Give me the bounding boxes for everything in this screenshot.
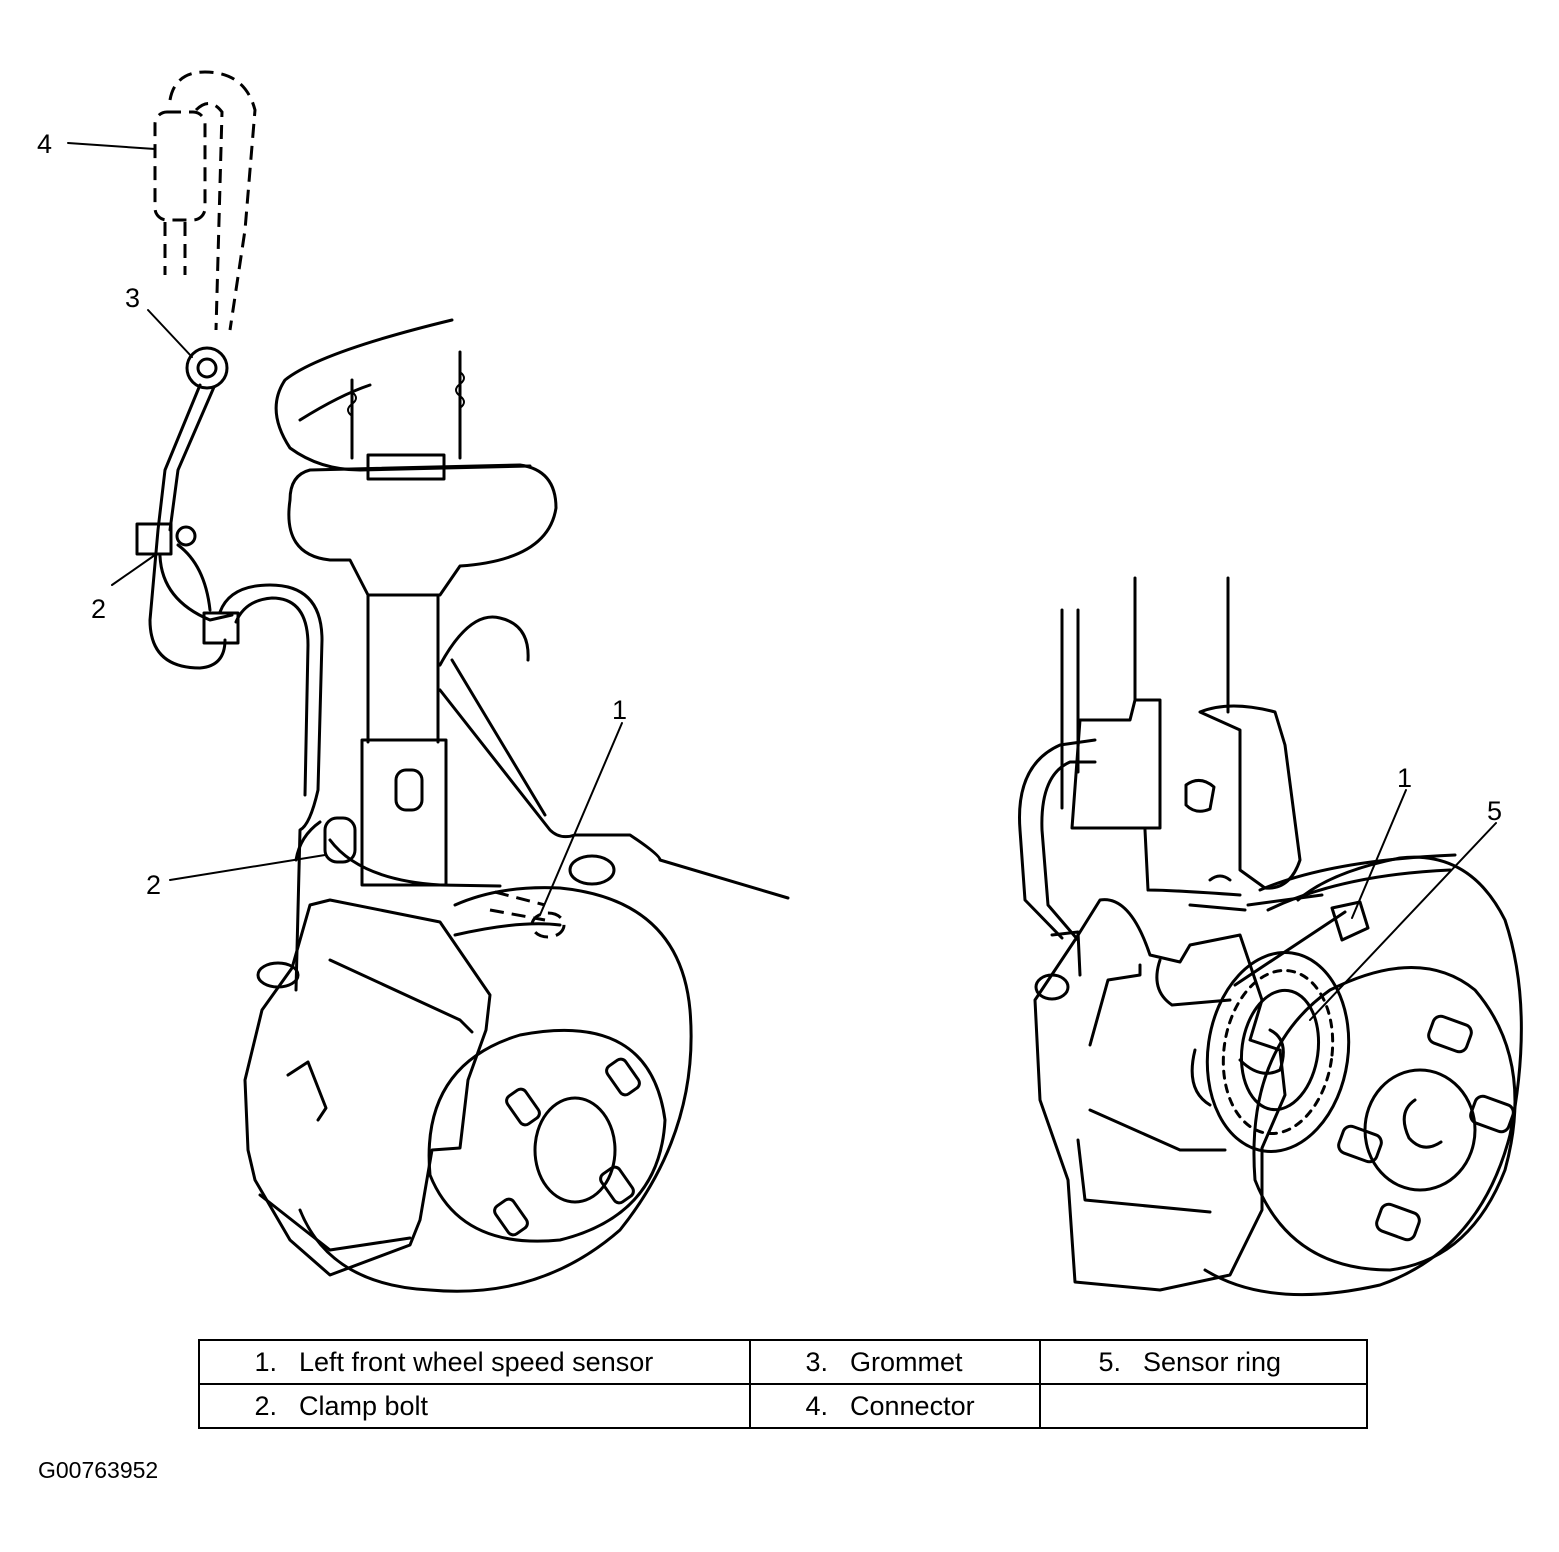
legend-number: 3. [805,1346,828,1377]
callout-3: 3 [125,283,140,313]
callout-1-right: 1 [1397,763,1412,793]
left-brake-disc [298,886,693,1293]
left-brake-caliper [243,898,492,1277]
legend-table: 1. Left front wheel speed sensor 3. Gromme… [198,1339,1368,1429]
callout-2-upper: 2 [91,594,106,624]
left-sensor-wire [294,820,502,888]
legend-row: 1. Left front wheel speed sensor 3. Gromme… [198,1339,1368,1385]
legend-cell-empty [1039,1383,1368,1429]
legend-number: 4. [805,1390,828,1421]
callout-4: 4 [37,129,52,159]
right-brake-caliper [1033,898,1287,1292]
right-sensor-wire [1018,738,1457,1001]
legend-label: Connector [850,1390,975,1421]
sensor-ring [1205,950,1351,1154]
left-strut-assembly [274,318,790,900]
left-sensor-dashed [489,890,566,939]
legend-number: 1. [254,1346,277,1377]
connector-dashed [153,70,257,331]
sensor-harness [135,383,324,992]
legend-number: 5. [1098,1346,1121,1377]
legend-label: Clamp bolt [299,1390,429,1421]
legend-row: 2. Clamp bolt 4. Connector [198,1383,1368,1429]
legend-cell: 3. Grommet [749,1339,1041,1385]
legend-number: 2. [254,1390,277,1421]
callout-2-lower: 2 [146,870,161,900]
right-sensor [1233,900,1370,987]
legend-cell: 5. Sensor ring [1039,1339,1368,1385]
callout-5: 5 [1487,796,1502,826]
legend-cell: 2. Clamp bolt [198,1383,751,1429]
right-strut-assembly [1060,576,1302,912]
figure-code: G00763952 [38,1457,159,1483]
legend-cell: 4. Connector [749,1383,1041,1429]
callout-1-left: 1 [612,695,627,725]
right-brake-disc [1203,855,1523,1297]
legend-label: Grommet [850,1346,963,1377]
legend-label: Sensor ring [1143,1346,1282,1377]
legend-cell: 1. Left front wheel speed sensor [198,1339,751,1385]
grommet [185,346,229,390]
legend-label: Left front wheel speed sensor [299,1346,654,1377]
leader-lines [67,142,1497,1021]
